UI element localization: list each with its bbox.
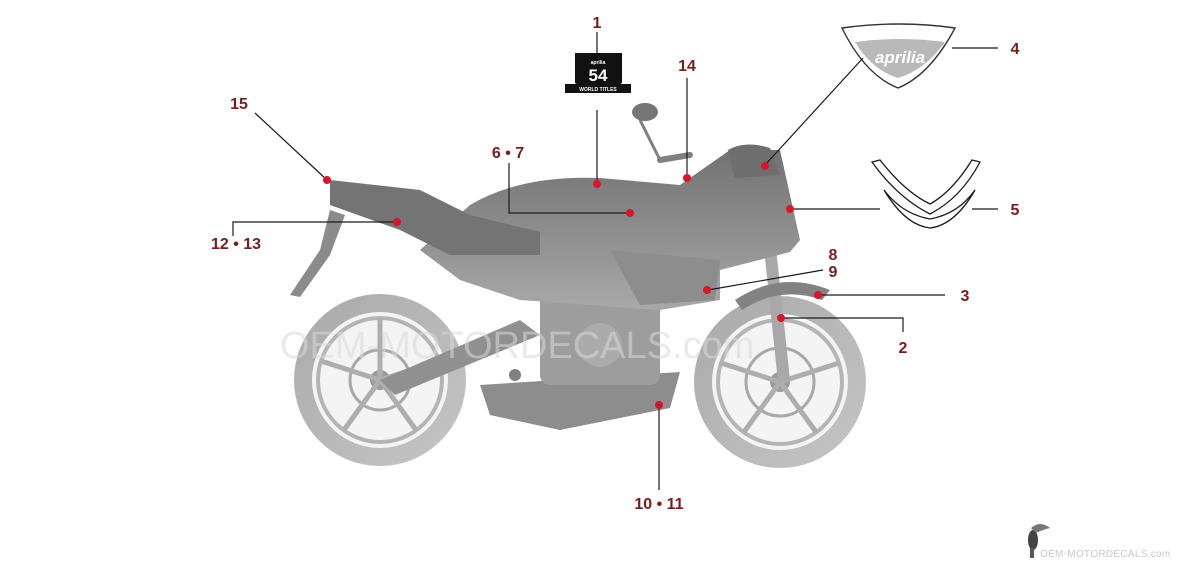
callout-8: 8 bbox=[829, 247, 838, 264]
watermark-overlay-text: OEM-MOTORDECALS.com bbox=[280, 325, 754, 367]
dot-12-13 bbox=[393, 218, 401, 226]
callout-15: 15 bbox=[230, 96, 248, 113]
callout-labels: 1 2 3 4 5 6 • 7 8 9 10 • 11 12 • 13 14 1… bbox=[211, 15, 1020, 513]
callout-3: 3 bbox=[961, 288, 970, 305]
leader-lines bbox=[232, 32, 998, 490]
badge-brand-text: aprilia bbox=[591, 60, 606, 66]
badge-number-text: 54 bbox=[589, 66, 608, 85]
badge-ribbon-text: WORLD TITLES bbox=[579, 87, 617, 93]
brand-url-text: OEM-MOTORDECALS.com bbox=[1040, 549, 1171, 560]
brand-corner: OEM-MOTORDECALS.com bbox=[1028, 524, 1171, 560]
badge-ribbon-icon bbox=[565, 84, 631, 93]
callout-14: 14 bbox=[678, 58, 696, 75]
tail-logo-text: aprilia bbox=[875, 48, 925, 67]
toucan-logo-icon bbox=[1028, 524, 1050, 558]
dot-14 bbox=[683, 174, 691, 182]
callout-2: 2 bbox=[899, 340, 908, 357]
dot-2 bbox=[777, 314, 785, 322]
front-wheel bbox=[694, 296, 866, 468]
dot-1 bbox=[593, 180, 601, 188]
callout-1: 1 bbox=[593, 15, 602, 32]
watermark-group: OEM-MOTORDECALS.com bbox=[280, 325, 754, 367]
dot-5 bbox=[786, 205, 794, 213]
callout-4: 4 bbox=[1011, 41, 1020, 58]
dot-8-9 bbox=[703, 286, 711, 294]
dot-4 bbox=[761, 162, 769, 170]
decal-5-v-stripe bbox=[870, 159, 981, 229]
dot-10-11 bbox=[655, 401, 663, 409]
badge-shield-icon bbox=[575, 53, 622, 91]
dot-3 bbox=[814, 291, 822, 299]
motorcycle-illustration bbox=[290, 103, 866, 468]
callout-5: 5 bbox=[1011, 202, 1020, 219]
decal-1-badge: aprilia 54 WORLD TITLES bbox=[565, 53, 631, 93]
dot-15 bbox=[323, 176, 331, 184]
dot-6-7 bbox=[626, 209, 634, 217]
callout-dots bbox=[323, 162, 822, 409]
callout-12-13: 12 • 13 bbox=[211, 236, 261, 253]
decal-4-tail-logo: aprilia bbox=[840, 23, 957, 89]
callout-6-7: 6 • 7 bbox=[492, 145, 524, 162]
callout-10-11: 10 • 11 bbox=[634, 496, 683, 513]
callout-9: 9 bbox=[829, 264, 838, 281]
